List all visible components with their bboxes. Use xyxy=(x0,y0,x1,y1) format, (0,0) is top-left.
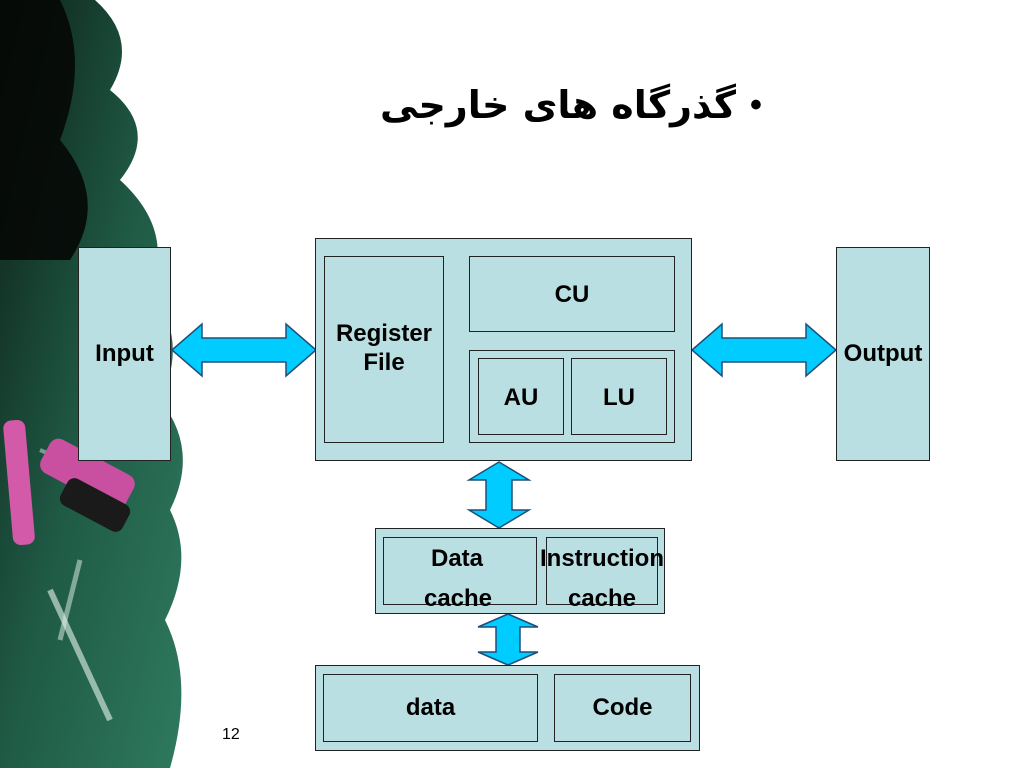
instruction-cache-label-line1: Instruction xyxy=(540,545,664,572)
memory-data-label: data xyxy=(405,694,456,721)
memory-code-box xyxy=(554,674,691,742)
slide-title-row: • گذرگاه های خارجی xyxy=(380,70,780,140)
instruction-cache-box xyxy=(546,537,658,605)
data-cache-label-line2: cache xyxy=(423,585,493,612)
input-cpu-arrow xyxy=(170,322,318,378)
au-label: AU xyxy=(503,384,539,411)
register-file-box xyxy=(324,256,444,443)
register-file-label-line1: Register xyxy=(335,320,433,347)
cpu-output-arrow xyxy=(690,322,838,378)
title-bullet: • xyxy=(750,85,762,124)
cpu-cache-arrow xyxy=(466,461,532,529)
data-cache-label: Data cache xyxy=(383,539,537,619)
register-file-label: Register File xyxy=(320,320,448,378)
chalk-pieces xyxy=(3,419,135,546)
output-label: Output xyxy=(843,340,923,367)
input-label: Input xyxy=(95,340,154,367)
lu-label: LU xyxy=(603,384,635,411)
lu-box xyxy=(571,358,667,435)
instruction-cache-label-line2: cache xyxy=(567,585,637,612)
cu-box xyxy=(469,256,675,332)
register-file-label-line2: File xyxy=(363,348,405,376)
memory-data-box xyxy=(323,674,538,742)
cache-memory-arrow xyxy=(477,613,539,666)
input-box xyxy=(78,247,171,461)
output-box xyxy=(836,247,930,461)
page-number: 12 xyxy=(222,726,240,743)
data-cache-label-line1: Data xyxy=(430,545,484,572)
instruction-cache-label: Instruction cache xyxy=(524,539,680,619)
au-box xyxy=(478,358,564,435)
cu-label: CU xyxy=(554,281,590,308)
data-cache-box xyxy=(383,537,537,605)
slide-title: گذرگاه های خارجی xyxy=(380,83,736,127)
memory-code-label: Code xyxy=(592,694,653,721)
